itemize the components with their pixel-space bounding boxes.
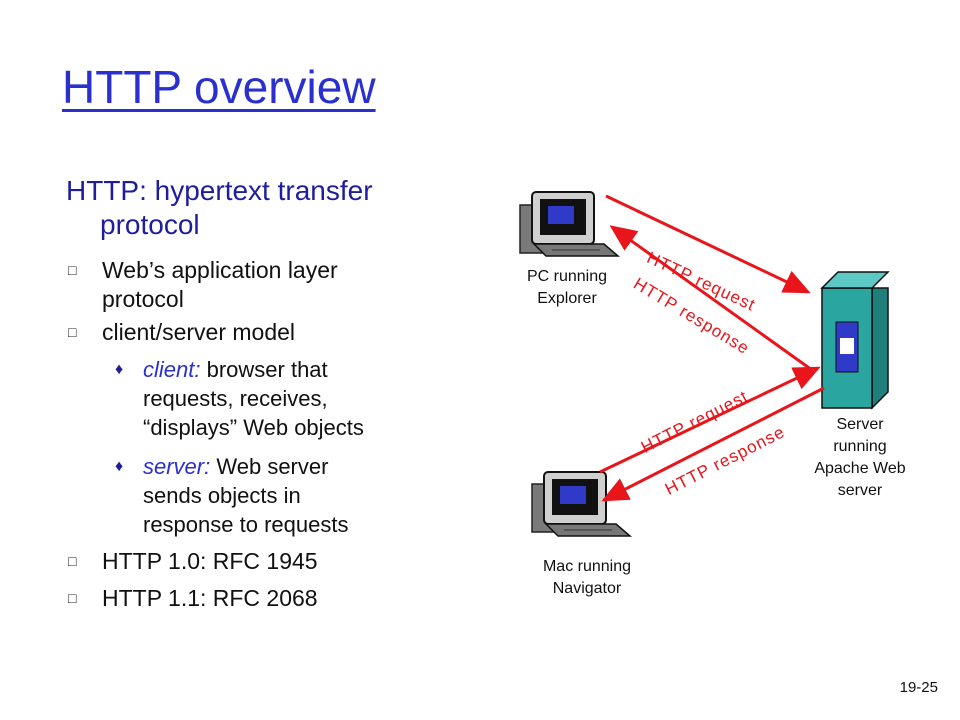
bullet-line: client/server model: [102, 319, 296, 345]
sub-line: “displays” Web objects: [143, 415, 364, 440]
mac-request-arrow: [599, 366, 821, 474]
bullet-line: HTTP 1.0: RFC 1945: [102, 548, 318, 574]
pc-request-arrow: [605, 194, 811, 294]
bullet-marker: □: [68, 553, 77, 569]
server-term: server:: [143, 454, 211, 479]
mac-label: Mac running Navigator: [542, 558, 632, 597]
bullet-marker: □: [68, 590, 77, 606]
bullet-client-server: □ client/server model: [68, 318, 296, 347]
sub-line: response to requests: [143, 512, 349, 537]
sub-bullet-server: ♦ server: Web server sends objects in re…: [115, 452, 349, 539]
intro-line-2: protocol: [100, 209, 200, 240]
intro-text: HTTP: hypertext transfer protocol: [66, 174, 426, 242]
bullet-marker: □: [68, 262, 77, 278]
client-term: client:: [143, 357, 201, 382]
bullet-http11: □ HTTP 1.1: RFC 2068: [68, 584, 318, 613]
pc-computer-icon: [519, 191, 621, 257]
sub-line: browser that: [200, 357, 328, 382]
bullet-http10: □ HTTP 1.0: RFC 1945: [68, 547, 318, 576]
sub-line: sends objects in: [143, 483, 301, 508]
server-icon: [820, 271, 890, 410]
bullet-line: Web’s application layer: [102, 257, 338, 283]
bullet-marker: □: [68, 324, 77, 340]
bullet-line: protocol: [102, 286, 184, 312]
sub-bullet-client: ♦ client: browser that requests, receive…: [115, 355, 364, 442]
sub-line: requests, receives,: [143, 386, 328, 411]
slide-title: HTTP overview: [62, 61, 376, 113]
pc-response-arrow: [609, 225, 813, 372]
page-number: 19-25: [899, 679, 938, 696]
diamond-marker: ♦: [115, 361, 124, 378]
bullet-line: HTTP 1.1: RFC 2068: [102, 585, 318, 611]
sub-line: Web server: [210, 454, 329, 479]
mac-response-arrow: [601, 386, 825, 502]
server-label: Server running Apache Web server: [814, 416, 906, 499]
bullet-web-app-layer: □ Web’s application layer protocol: [68, 256, 338, 314]
pc-label: PC running Explorer: [526, 268, 608, 307]
mac-computer-icon: [531, 471, 633, 537]
intro-line-1: HTTP: hypertext transfer: [66, 175, 373, 206]
diamond-marker: ♦: [115, 458, 124, 475]
